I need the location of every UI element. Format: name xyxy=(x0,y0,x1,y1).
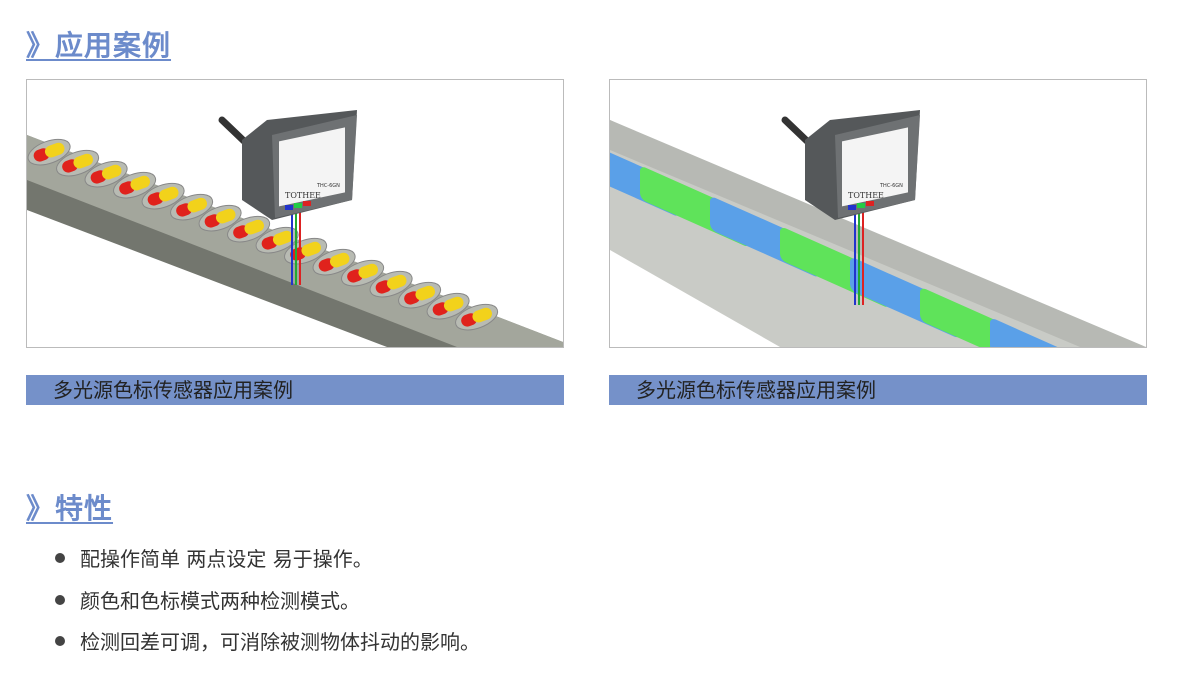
capsule xyxy=(56,149,100,177)
case-image-labels: TOTHEE THC-6GN xyxy=(609,79,1147,348)
case-caption-2: 多光源色标传感器应用案例 xyxy=(609,375,1147,405)
capsule xyxy=(170,193,214,221)
color-label xyxy=(990,319,1100,347)
capsule xyxy=(198,204,242,232)
capsule xyxy=(227,215,271,243)
capsule xyxy=(27,138,71,166)
feature-item: 配操作简单 两点设定 易于操作。 xyxy=(55,543,373,572)
capsule xyxy=(426,292,470,320)
section-title-features: 》特性 xyxy=(26,492,114,525)
capsule xyxy=(113,171,157,199)
color-sensor: TOTHEE THC-6GN xyxy=(805,110,920,220)
color-label xyxy=(920,288,1030,347)
capsule xyxy=(369,270,413,298)
bullet-icon xyxy=(55,552,65,563)
bullet-icon xyxy=(55,635,65,646)
capsule xyxy=(255,226,299,254)
svg-text:TOTHEE: TOTHEE xyxy=(848,191,884,200)
capsule xyxy=(341,259,385,287)
svg-text:THC-6GN: THC-6GN xyxy=(879,183,903,189)
case-image-capsules: TOTHEE THC-6GN xyxy=(26,79,564,348)
svg-text:THC-6GN: THC-6GN xyxy=(316,183,340,189)
capsule xyxy=(312,248,356,276)
color-sensor: TOTHEE THC-6GN xyxy=(242,110,357,220)
section-title-cases: 》应用案例 xyxy=(26,29,172,62)
case-caption-1: 多光源色标传感器应用案例 xyxy=(26,375,564,405)
capsule xyxy=(455,303,499,331)
capsule xyxy=(84,160,128,188)
svg-text:TOTHEE: TOTHEE xyxy=(285,191,321,200)
capsule xyxy=(398,281,442,309)
bullet-icon xyxy=(55,594,65,605)
feature-item: 颜色和色标模式两种检测模式。 xyxy=(55,585,360,614)
capsule xyxy=(141,182,185,210)
feature-item: 检测回差可调，可消除被测物体抖动的影响。 xyxy=(55,626,480,655)
